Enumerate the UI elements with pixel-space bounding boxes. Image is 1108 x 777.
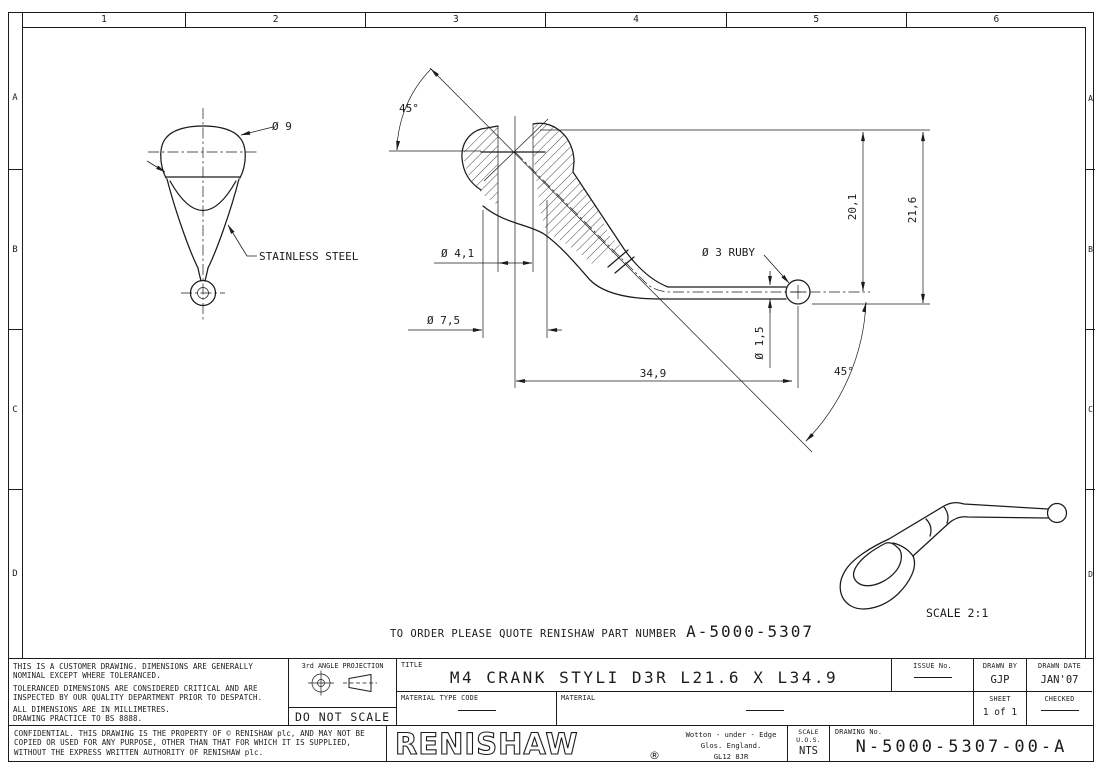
drawn-by-value: GJP xyxy=(990,674,1010,686)
grid-column-label: 3 xyxy=(366,12,547,27)
drawn-by-label: DRAWN BY xyxy=(982,662,1018,670)
note-line: ALL DIMENSIONS ARE IN MILLIMETRES. xyxy=(13,705,170,714)
grid-row-label: C xyxy=(8,330,22,490)
dim-stem-diameter: Ø 1,5 xyxy=(753,326,766,359)
drawn-date-value: JAN'07 xyxy=(1040,674,1079,686)
scale-value: NTS xyxy=(799,745,818,758)
logo-box: RENISHAW ® Wotton - under - Edge Glos. E… xyxy=(386,725,787,761)
technical-drawing-canvas: Ø 9 STAINLESS STEEL xyxy=(146,67,1068,620)
grid-column-label: 5 xyxy=(727,12,907,27)
scale-box: SCALE U.O.S. NTS xyxy=(787,725,829,761)
perspective-view: SCALE 2:1 xyxy=(839,502,1068,620)
material-type-code-box: MATERIAL TYPE CODE xyxy=(397,691,556,725)
grid-row-label: A xyxy=(1086,27,1095,170)
grid-row-label: A xyxy=(8,27,22,170)
dim-body-diameter: Ø 7,5 xyxy=(427,314,460,327)
grid-row-label: C xyxy=(1086,330,1095,490)
issue-label: ISSUE No. xyxy=(913,662,952,670)
address-line: Wotton - under - Edge xyxy=(685,730,777,739)
dim-ball-holder-diameter: Ø 9 xyxy=(272,120,292,133)
dim-ball-callout: Ø 3 RUBY xyxy=(702,246,755,259)
address-line: GL12 8JR xyxy=(713,752,749,762)
registered-mark: ® xyxy=(649,749,660,761)
drawn-by-box: DRAWN BY GJP xyxy=(973,659,1026,691)
dim-thread-angle: 45° xyxy=(399,102,419,115)
general-notes: THIS IS A CUSTOMER DRAWING. DIMENSIONS A… xyxy=(9,659,289,725)
drawn-date-box: DRAWN DATE JAN'07 xyxy=(1026,659,1092,691)
checked-label: CHECKED xyxy=(1044,695,1075,703)
drawn-date-label: DRAWN DATE xyxy=(1038,662,1081,670)
grid-row-label: D xyxy=(12,569,18,579)
front-view: Ø 9 STAINLESS STEEL xyxy=(146,108,359,322)
dim-tip-angle: 45° xyxy=(834,365,854,378)
grid-column-label: 2 xyxy=(186,12,367,27)
address-line: Glos. England. xyxy=(700,741,762,751)
grid-row-strip-right: A B C D xyxy=(1085,27,1095,658)
grid-column-label: 6 xyxy=(993,14,1000,25)
grid-row-label: B xyxy=(1086,170,1095,330)
order-note: TO ORDER PLEASE QUOTE RENISHAW PART NUMB… xyxy=(232,622,972,641)
drawing-title: M4 CRANK STYLI D3R L21.6 X L34.9 xyxy=(449,668,839,687)
renishaw-logo-text: RENISHAW xyxy=(395,727,579,761)
sheet-label: SHEET xyxy=(989,695,1011,703)
scale-label: SCALE U.O.S. xyxy=(796,728,821,745)
sheet-box: SHEET 1 of 1 xyxy=(973,691,1026,725)
dim-overall-height: 21,6 xyxy=(906,197,919,224)
checked-blank-line xyxy=(1040,710,1079,711)
material-type-code-label: MATERIAL TYPE CODE xyxy=(401,694,479,702)
dim-bore-diameter: Ø 4,1 xyxy=(441,247,474,260)
checked-box: CHECKED xyxy=(1026,691,1092,725)
order-part-number: A-5000-5307 xyxy=(686,622,815,641)
drawing-number-label: DRAWING No. xyxy=(835,728,883,736)
material-callout-label: STAINLESS STEEL xyxy=(259,250,359,263)
perspective-scale-label: SCALE 2:1 xyxy=(926,606,988,620)
projection-box: 3rd ANGLE PROJECTION DO NOT SCALE xyxy=(289,659,397,725)
material-box: MATERIAL xyxy=(556,691,973,725)
note-line: THIS IS A CUSTOMER DRAWING. DIMENSIONS A… xyxy=(13,662,253,680)
dim-reach-length: 34,9 xyxy=(640,367,667,380)
title-label: TITLE xyxy=(401,661,423,669)
dim-height-to-center: 20,1 xyxy=(846,194,859,221)
projection-label: 3rd ANGLE PROJECTION xyxy=(301,662,384,670)
third-angle-projection-icon xyxy=(307,670,377,696)
company-address: Wotton - under - Edge Glos. England. GL1… xyxy=(675,729,787,762)
issue-blank-line xyxy=(913,677,952,678)
grid-row-strip-left: A B C D xyxy=(8,27,23,658)
grid-column-strip: 1 2 3 4 5 6 xyxy=(22,12,1086,28)
drawing-number-value: N-5000-5307-00-A xyxy=(855,737,1068,757)
title-block: THIS IS A CUSTOMER DRAWING. DIMENSIONS A… xyxy=(8,658,1094,762)
note-line: TOLERANCED DIMENSIONS ARE CONSIDERED CRI… xyxy=(13,683,263,702)
material-blank xyxy=(746,710,784,711)
order-note-text: TO ORDER PLEASE QUOTE RENISHAW PART NUMB… xyxy=(389,628,677,640)
material-type-code-blank xyxy=(457,710,496,711)
sheet-value: 1 of 1 xyxy=(982,707,1018,718)
grid-row-label: D xyxy=(1088,569,1093,579)
note-line: DRAWING PRACTICE TO BS 8888. xyxy=(13,714,143,723)
confidential-notice: CONFIDENTIAL. THIS DRAWING IS THE PROPER… xyxy=(9,725,386,761)
renishaw-logo: RENISHAW ® xyxy=(394,727,660,761)
grid-row-label: B xyxy=(8,170,22,330)
material-label: MATERIAL xyxy=(561,694,596,702)
section-view: 45° Ø 4,1 Ø 7,5 Ø 3 RUBY Ø 1,5 34,9 xyxy=(389,67,930,453)
grid-column-label: 1 xyxy=(23,12,186,27)
title-box: TITLE M4 CRANK STYLI D3R L21.6 X L34.9 xyxy=(397,659,891,691)
grid-column-label: 4 xyxy=(546,12,727,27)
drawing-number-box: DRAWING No. N-5000-5307-00-A xyxy=(829,725,1093,761)
do-not-scale-label: DO NOT SCALE xyxy=(289,707,396,725)
issue-box: ISSUE No. xyxy=(891,659,973,691)
